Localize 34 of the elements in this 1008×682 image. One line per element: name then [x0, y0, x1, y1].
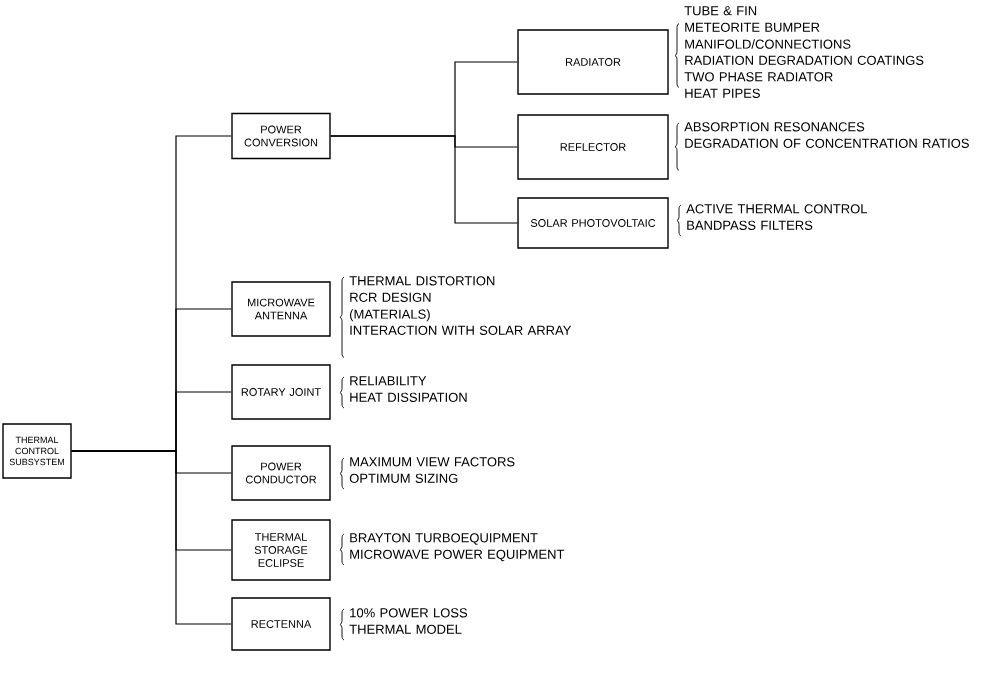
note-text: (MATERIALS): [350, 309, 430, 322]
note-text: THERMAL DISTORTION: [349, 276, 495, 286]
note-text: DEGRADATION OF CONCENTRATION RATIOS: [685, 138, 969, 148]
connector-line: [330, 135, 518, 224]
note-text: MICROWAVE POWER EQUIPMENT: [350, 549, 565, 562]
note-text: RCR DESIGN: [350, 292, 431, 302]
process-box: REFLECTOR: [517, 114, 669, 180]
note-text: HEAT PIPES: [685, 88, 760, 98]
note-text: THERMAL MODEL: [349, 624, 462, 634]
note-text: 10% POWER LOSS: [350, 608, 468, 618]
note-text: HEAT DISSIPATION: [350, 392, 467, 402]
note-text: BRAYTON TURBOEQUIPMENT: [350, 533, 538, 545]
process-box: MICROWAVE ANTENNA: [231, 281, 331, 337]
note-text: RADIATION DEGRADATION COATINGS: [685, 55, 924, 65]
note-text: ACTIVE THERMAL CONTROL: [686, 204, 868, 214]
note-text: BANDPASS FILTERS: [687, 220, 813, 230]
connector-line: [71, 450, 232, 625]
process-box: POWER CONVERSION: [231, 112, 331, 160]
note-text: TUBE & FIN: [684, 6, 757, 16]
process-box: SOLAR PHOTOVOLTAIC: [517, 197, 669, 249]
note-text: ABSORPTION RESONANCES: [684, 122, 865, 132]
process-box: THERMAL STORAGE ECLIPSE: [231, 519, 331, 581]
note-text: INTERACTION WITH SOLAR ARRAY: [350, 325, 572, 335]
process-box: POWER CONDUCTOR: [231, 445, 331, 501]
note-text: MAXIMUM VIEW FACTORS: [350, 457, 515, 467]
note-text: TWO PHASE RADIATOR: [684, 72, 833, 82]
note-text: OPTIMUM SIZING: [349, 473, 458, 483]
note-text: METEORITE BUMPER: [685, 22, 820, 32]
note-text: MANIFOLD/CONNECTIONS: [685, 39, 851, 49]
process-box: RECTENNA: [231, 597, 331, 651]
note-text: RELIABILITY: [350, 376, 427, 386]
process-box: THERMAL CONTROL SUBSYSTEM: [2, 423, 72, 479]
process-box: ROTARY JOINT: [231, 364, 331, 420]
process-box: RADIATOR: [517, 29, 669, 95]
